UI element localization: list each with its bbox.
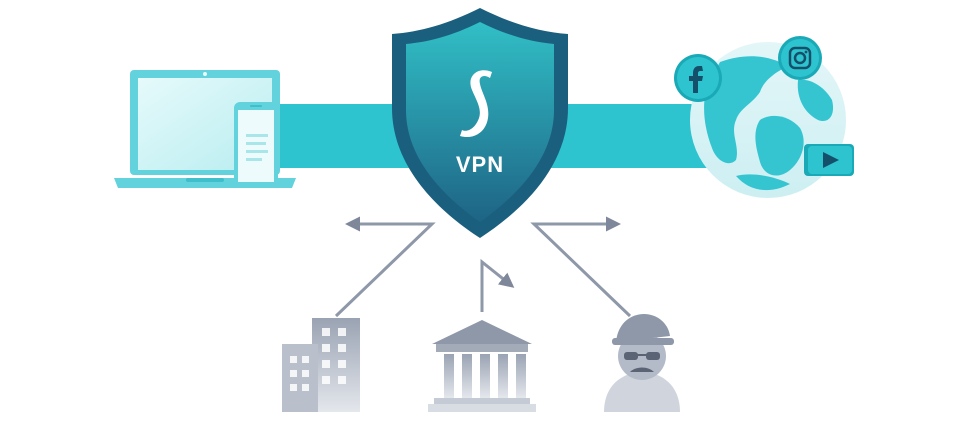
youtube-icon [804,144,854,176]
smartphone-icon [234,102,278,188]
government-building-icon [428,320,536,412]
facebook-icon [674,54,722,102]
blocked-request-arrows [334,216,632,318]
surfshark-s-logo [460,70,492,138]
vpn-shield: VPN [392,8,568,238]
arrow-to-office [334,216,436,318]
instagram-icon [778,36,822,80]
arrow-to-government [480,258,515,312]
arrow-to-hacker [530,216,632,318]
hacker-icon [604,314,680,412]
office-building-icon [282,318,360,412]
vpn-label: VPN [456,152,504,177]
